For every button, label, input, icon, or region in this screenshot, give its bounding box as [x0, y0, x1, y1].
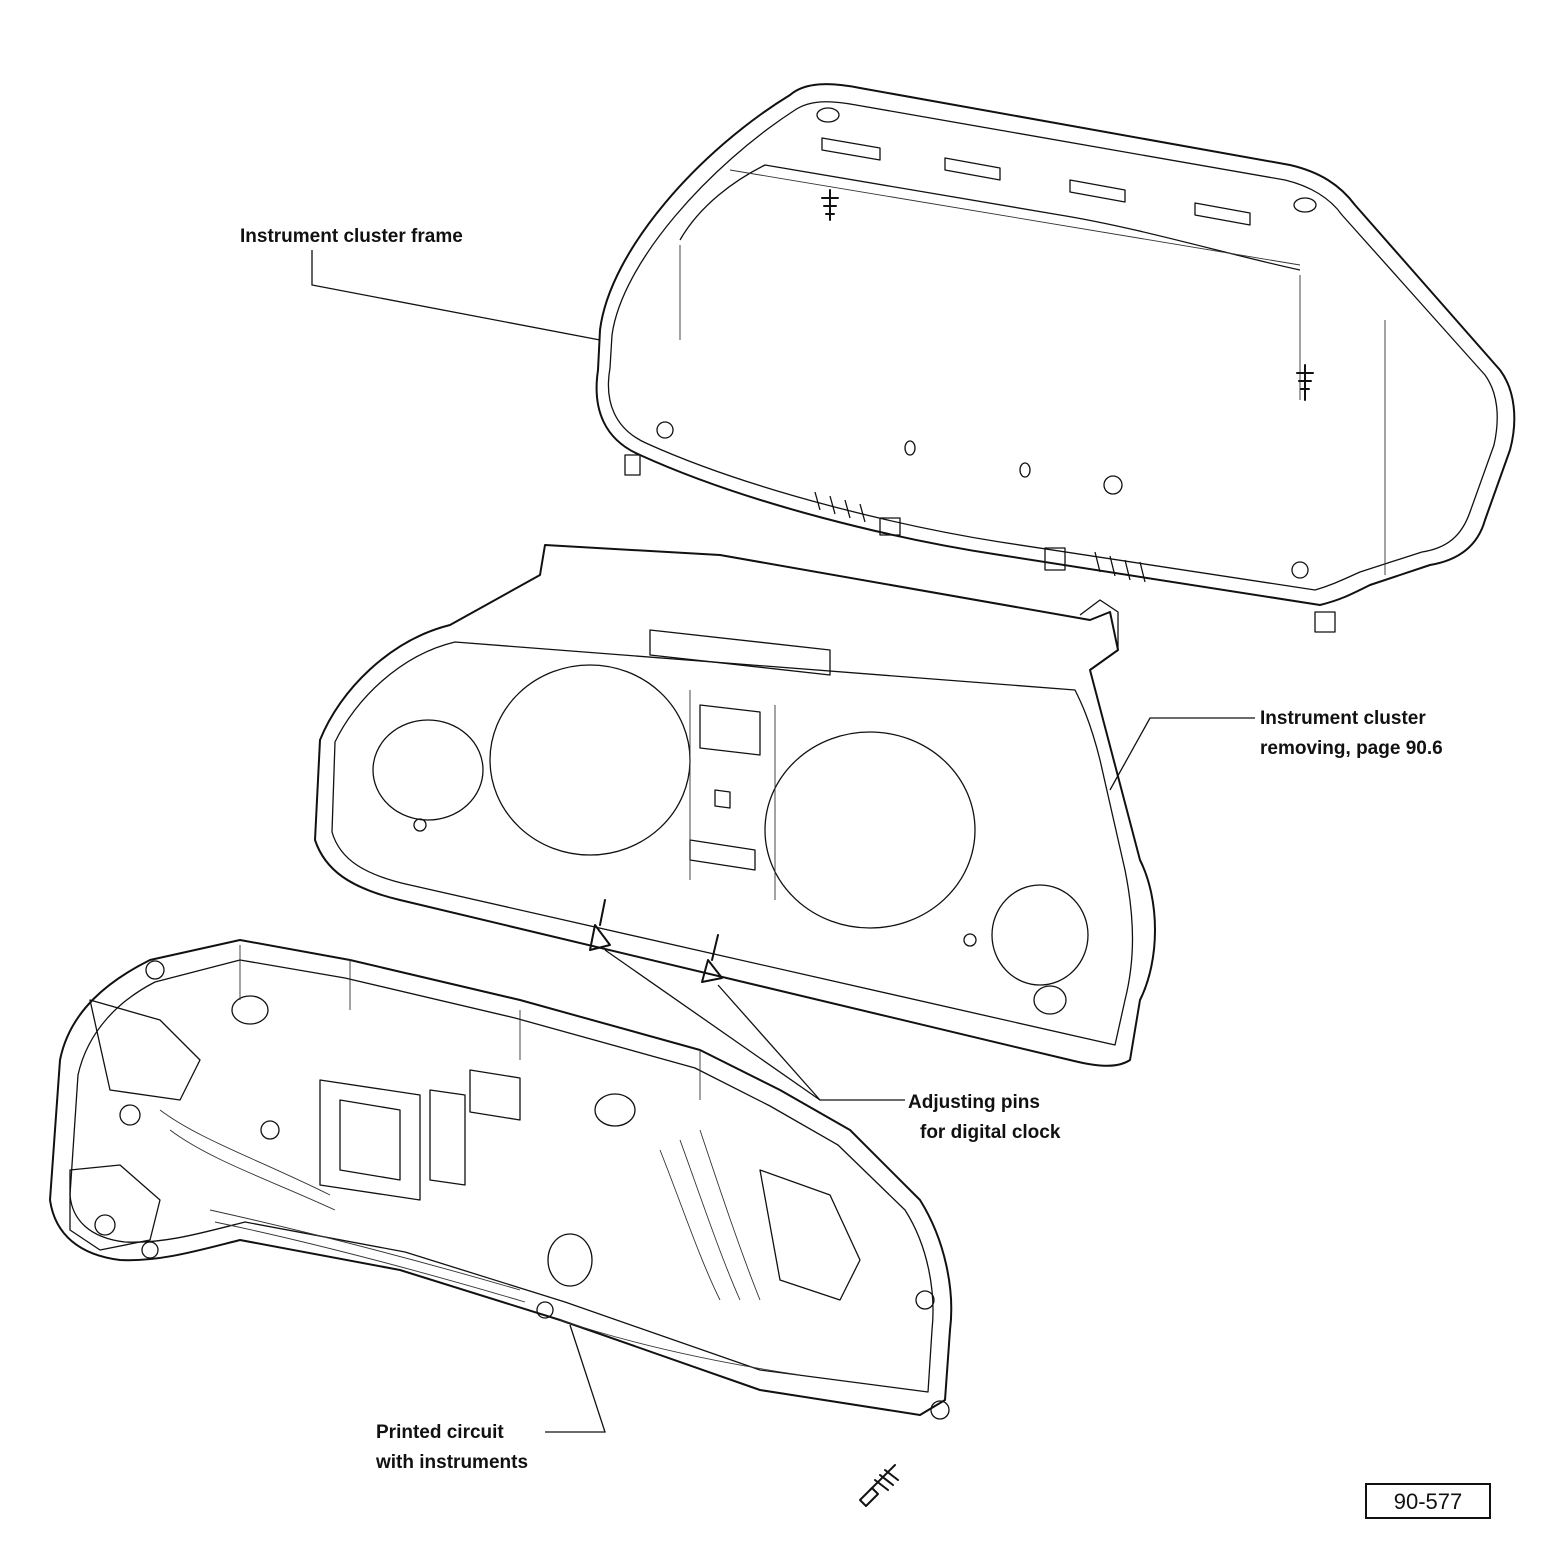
instrument-cluster-housing-drawing [314, 544, 1156, 1067]
label-printed-circuit-line2: with instruments [375, 1452, 528, 1473]
leader-lines [311, 250, 1255, 1433]
label-instrument-cluster-removing-line2: removing, page 90.6 [1260, 738, 1443, 759]
printed-circuit-drawing [49, 939, 953, 1420]
label-printed-circuit-line1: Printed circuit [376, 1422, 504, 1443]
label-instrument-cluster-frame: Instrument cluster frame [240, 226, 463, 247]
label-adjusting-pins-line1: Adjusting pins [908, 1092, 1040, 1113]
figure-number-box: 90-577 [1365, 1483, 1491, 1519]
screw-drawing [859, 1464, 899, 1507]
instrument-cluster-frame-drawing [595, 83, 1516, 633]
label-adjusting-pins-line2: for digital clock [920, 1122, 1061, 1143]
figure-number: 90-577 [1394, 1489, 1463, 1514]
label-instrument-cluster-removing-line1: Instrument cluster [1260, 708, 1426, 729]
